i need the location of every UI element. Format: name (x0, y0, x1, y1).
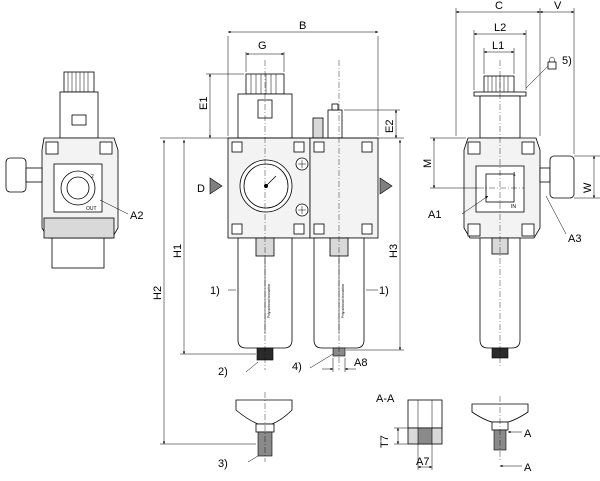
port-triangle-right (379, 177, 393, 195)
dim-label-a8: A8 (354, 357, 367, 369)
callout-4: 4) (292, 361, 302, 373)
callout-a2: A2 (130, 210, 143, 222)
callout-1-left: 1) (210, 285, 220, 297)
left-port-frame (53, 163, 103, 213)
dim-label-b: B (299, 20, 306, 32)
dim-label-c: C (495, 0, 503, 12)
right-dimensions: C V L2 L1 M W (422, 0, 600, 199)
callout-a1: A1 (428, 209, 441, 221)
dim-label-l2: L2 (494, 22, 506, 34)
section-arrow-lower: A (524, 462, 532, 474)
dim-label-e1: E1 (198, 97, 210, 110)
section-title: A-A (376, 393, 395, 405)
callout-3: 3) (218, 458, 228, 470)
dim-label-h2: H2 (152, 286, 164, 300)
dim-label-e2: E2 (384, 120, 396, 133)
section-arrow-upper: A (524, 428, 532, 440)
svg-text:Polycarbonat Innovation: Polycarbonat Innovation (267, 284, 271, 318)
dim-label-t7: T7 (379, 435, 391, 448)
drain-detail: 3) (218, 392, 293, 470)
left-side-view: 2 OUT A2 (5, 71, 143, 269)
front-dimensions: B G E1 E2 H1 H2 H3 A8 (152, 20, 404, 445)
callout-2: 2) (218, 366, 228, 378)
dim-label-g: G (258, 40, 267, 52)
right-side-view: 5) 1 IN A1 A3 (428, 55, 581, 366)
dim-label-d: D (197, 183, 205, 195)
section-a-a: A-A T7 A7 (376, 393, 443, 470)
svg-text:OUT: OUT (86, 206, 97, 212)
svg-text:IN: IN (511, 204, 516, 210)
port-triangle-left (209, 177, 223, 195)
callout-1-right: 1) (379, 285, 389, 297)
callout-a3: A3 (568, 233, 581, 245)
dim-label-h1: H1 (172, 244, 184, 258)
dim-label-l1: L1 (492, 40, 504, 52)
dim-label-v: V (554, 0, 562, 12)
svg-text:2: 2 (91, 174, 94, 180)
front-view: D Polycarbonat Innovation Polycarbonat I… (197, 60, 393, 378)
svg-text:1: 1 (513, 172, 516, 178)
dim-label-a7: A7 (416, 456, 429, 468)
section-detail-bowl: A A (471, 396, 532, 474)
dim-label-h3: H3 (388, 244, 400, 258)
dim-label-w: W (582, 182, 594, 193)
lock-icon (547, 61, 557, 70)
dim-label-m: M (422, 159, 434, 168)
callout-5: 5) (562, 55, 572, 67)
svg-text:Polycarbonat Innovation: Polycarbonat Innovation (341, 284, 345, 318)
